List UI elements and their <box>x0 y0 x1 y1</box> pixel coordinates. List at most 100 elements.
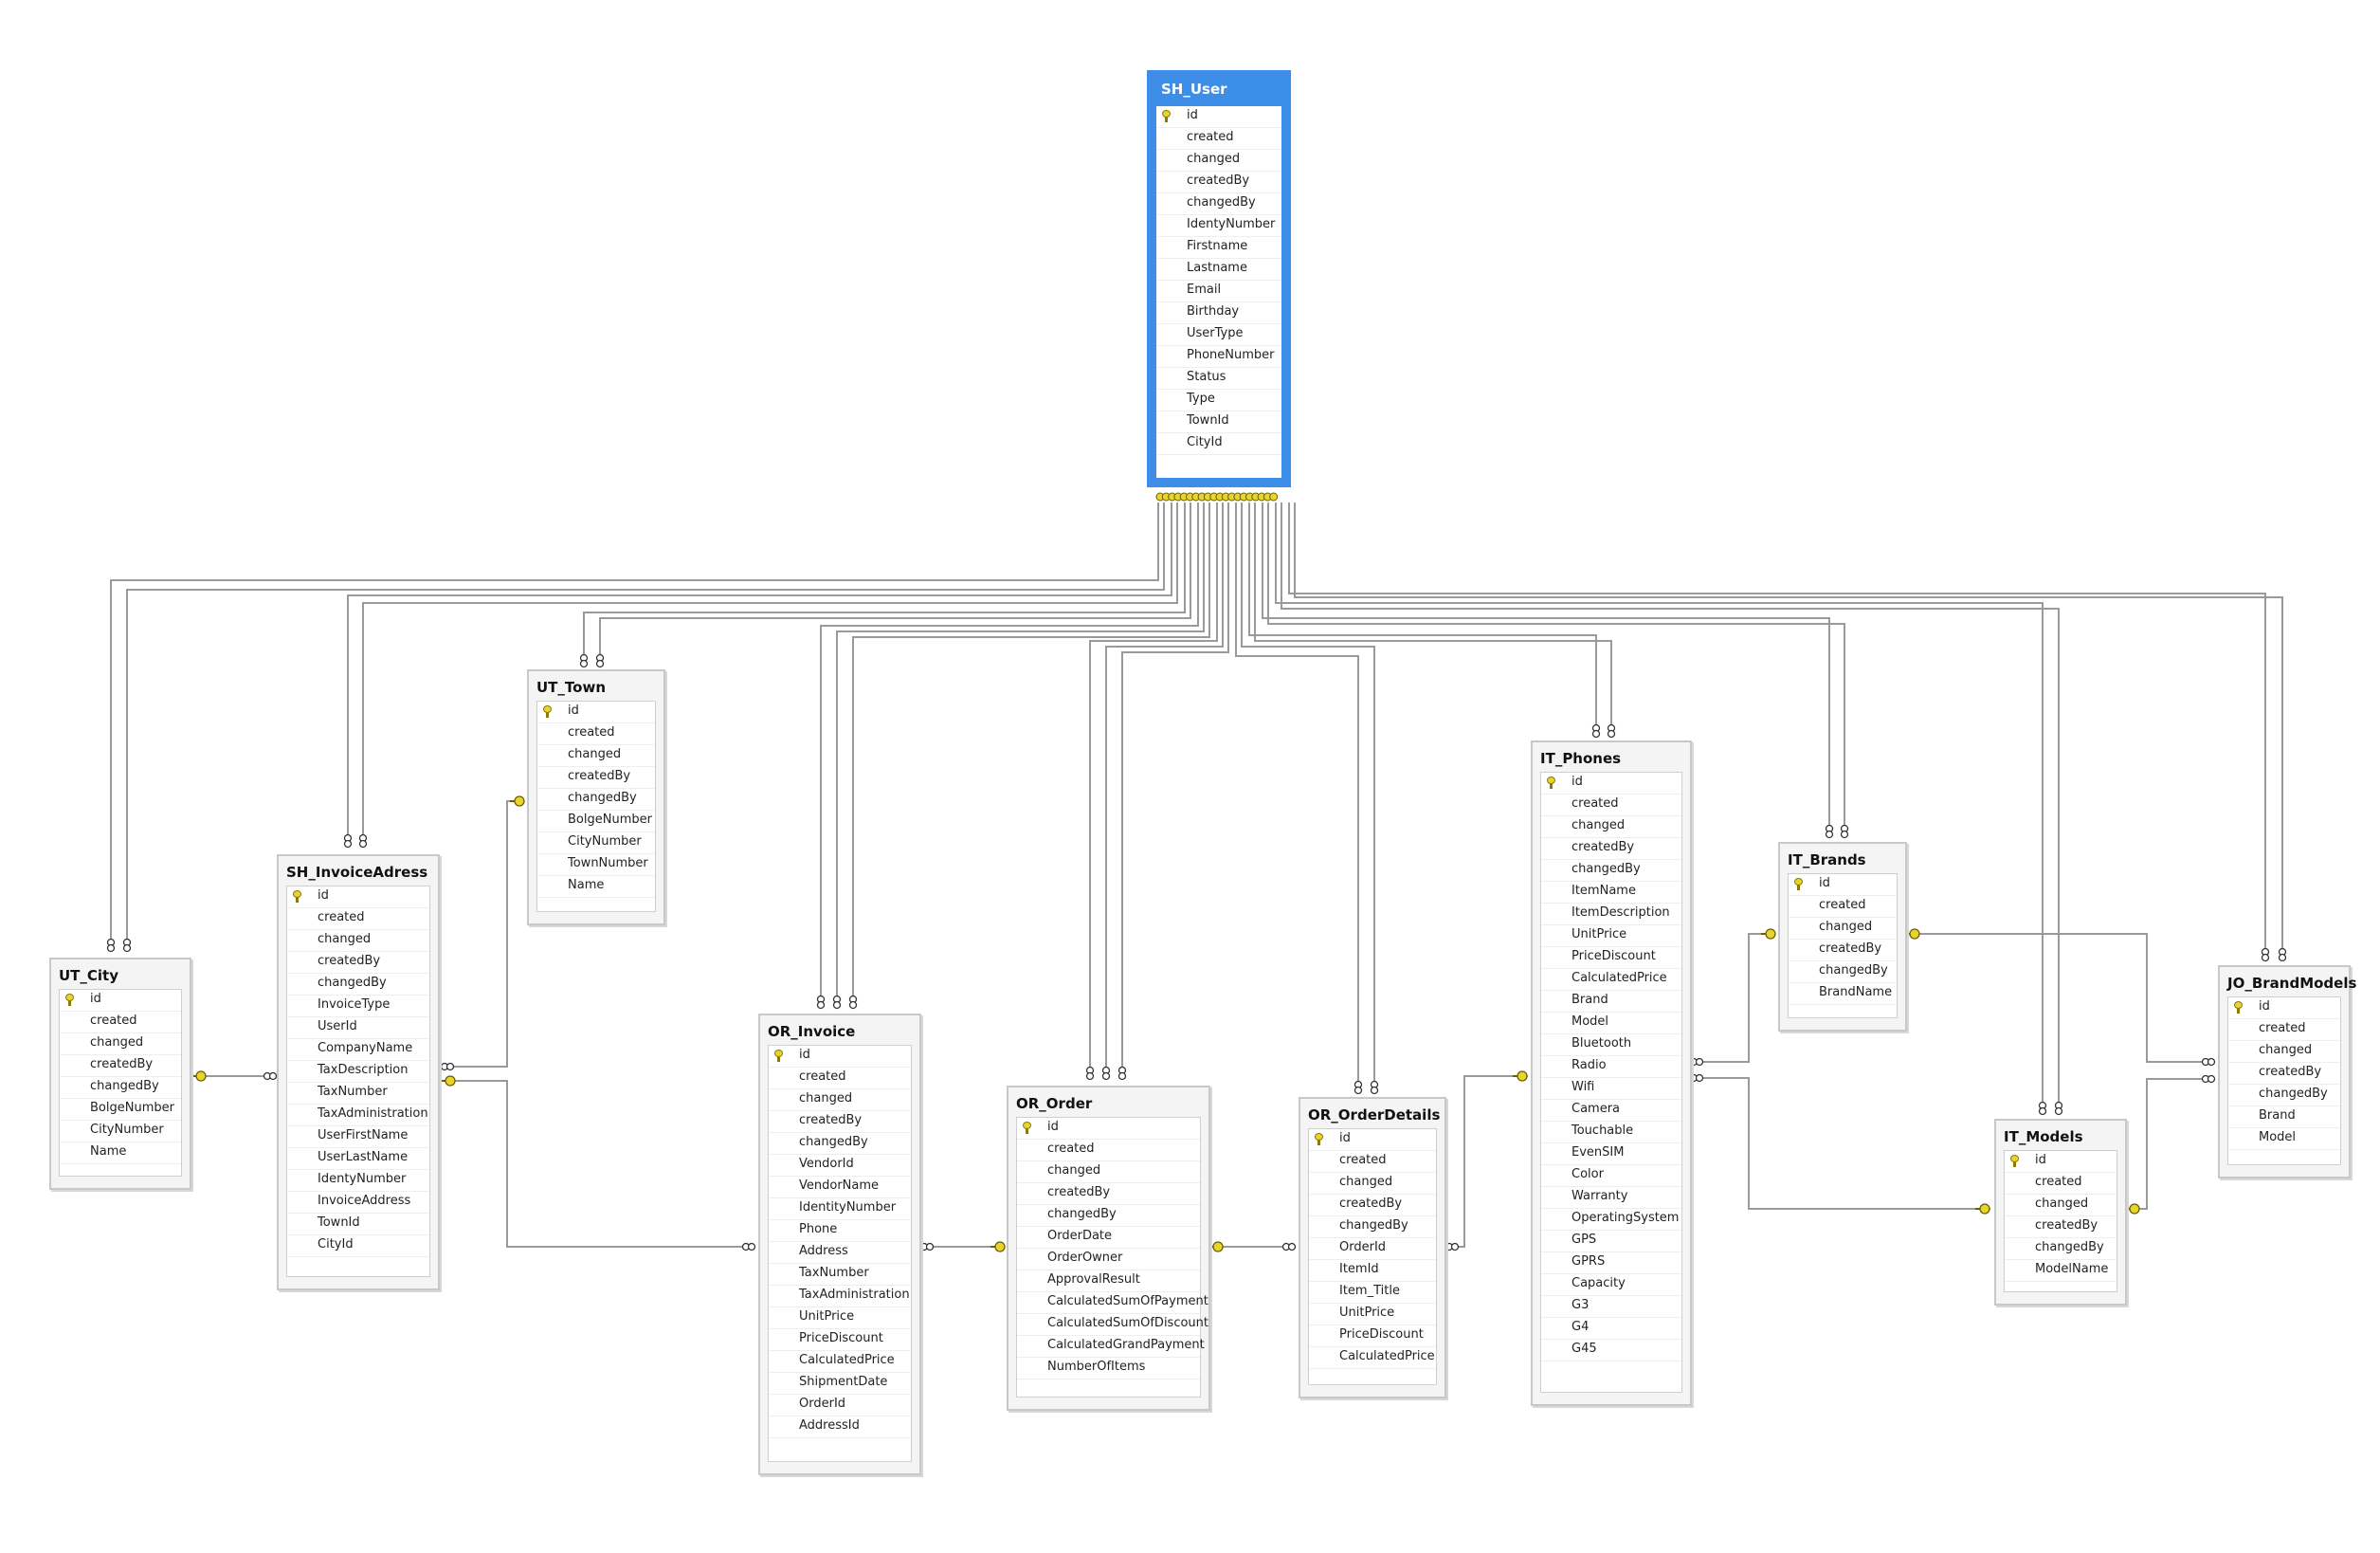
column-row[interactable]: created <box>1541 795 1681 816</box>
column-row[interactable]: Color <box>1541 1165 1681 1187</box>
column-row[interactable]: id <box>1156 106 1281 128</box>
column-row[interactable]: id <box>769 1046 911 1068</box>
column-row[interactable]: created <box>1017 1140 1200 1161</box>
column-row[interactable]: CityId <box>1156 433 1281 455</box>
column-row[interactable]: Phone <box>769 1220 911 1242</box>
column-row[interactable]: changedBy <box>2005 1238 2117 1260</box>
column-row[interactable]: createdBy <box>537 767 655 789</box>
column-row[interactable]: changed <box>1789 918 1897 940</box>
column-row[interactable]: OrderId <box>769 1395 911 1416</box>
column-row[interactable]: VendorName <box>769 1177 911 1198</box>
column-row[interactable]: G45 <box>1541 1340 1681 1361</box>
table-title[interactable]: OR_OrderDetails <box>1308 1106 1441 1124</box>
column-row[interactable]: createdBy <box>1789 940 1897 961</box>
column-row[interactable]: IdentyNumber <box>287 1170 429 1192</box>
column-row[interactable]: Model <box>2228 1128 2340 1150</box>
column-row[interactable]: id <box>537 702 655 723</box>
column-row[interactable]: UserType <box>1156 324 1281 346</box>
column-row[interactable]: UserLastName <box>287 1148 429 1170</box>
column-row[interactable]: Address <box>769 1242 911 1264</box>
column-row[interactable]: Wifi <box>1541 1078 1681 1100</box>
column-row[interactable]: changedBy <box>287 974 429 996</box>
column-row[interactable]: PhoneNumber <box>1156 346 1281 368</box>
column-row[interactable]: created <box>2228 1019 2340 1041</box>
column-row[interactable]: createdBy <box>1156 172 1281 193</box>
column-row[interactable]: BolgeNumber <box>60 1099 181 1121</box>
column-row[interactable]: G4 <box>1541 1318 1681 1340</box>
column-row[interactable]: TownId <box>287 1214 429 1235</box>
column-row[interactable]: Brand <box>1541 991 1681 1013</box>
column-row[interactable]: GPRS <box>1541 1252 1681 1274</box>
column-row[interactable]: Name <box>537 876 655 898</box>
column-row[interactable]: created <box>769 1068 911 1089</box>
column-row[interactable]: Brand <box>2228 1106 2340 1128</box>
column-row[interactable]: id <box>1309 1129 1436 1151</box>
column-row[interactable]: changedBy <box>537 789 655 811</box>
column-row[interactable]: Name <box>60 1142 181 1164</box>
column-row[interactable]: changed <box>60 1033 181 1055</box>
column-row[interactable]: changedBy <box>2228 1085 2340 1106</box>
column-row[interactable]: IdentityNumber <box>769 1198 911 1220</box>
column-row[interactable]: Capacity <box>1541 1274 1681 1296</box>
column-row[interactable]: created <box>537 723 655 745</box>
column-row[interactable]: CityId <box>287 1235 429 1257</box>
column-row[interactable]: Model <box>1541 1013 1681 1034</box>
column-row[interactable]: ApprovalResult <box>1017 1270 1200 1292</box>
column-row[interactable]: CalculatedSumOfDiscount <box>1017 1314 1208 1336</box>
column-row[interactable]: CompanyName <box>287 1039 429 1061</box>
column-row[interactable]: UserFirstName <box>287 1126 429 1148</box>
column-row[interactable]: Lastname <box>1156 259 1281 281</box>
column-row[interactable]: UnitPrice <box>769 1307 911 1329</box>
column-row[interactable]: id <box>1017 1118 1200 1140</box>
column-row[interactable]: CalculatedGrandPayment <box>1017 1336 1205 1358</box>
column-row[interactable]: BolgeNumber <box>537 811 655 832</box>
column-row[interactable]: changed <box>769 1089 911 1111</box>
column-row[interactable]: Radio <box>1541 1056 1681 1078</box>
column-row[interactable]: G3 <box>1541 1296 1681 1318</box>
column-row[interactable]: changed <box>1541 816 1681 838</box>
table-title[interactable]: UT_City <box>59 967 119 984</box>
column-row[interactable]: ShipmentDate <box>769 1373 911 1395</box>
column-row[interactable]: changed <box>537 745 655 767</box>
column-row[interactable]: PriceDiscount <box>769 1329 911 1351</box>
column-row[interactable]: created <box>1789 896 1897 918</box>
column-row[interactable]: CalculatedPrice <box>1309 1347 1436 1369</box>
column-row[interactable]: changed <box>1156 150 1281 172</box>
column-row[interactable]: Status <box>1156 368 1281 390</box>
column-row[interactable]: changedBy <box>1156 193 1281 215</box>
column-row[interactable]: InvoiceAddress <box>287 1192 429 1214</box>
column-row[interactable]: id <box>2005 1151 2117 1173</box>
table-title[interactable]: IT_Brands <box>1788 851 1866 868</box>
column-row[interactable]: created <box>1156 128 1281 150</box>
column-row[interactable]: id <box>2228 997 2340 1019</box>
table-title[interactable]: OR_Order <box>1016 1095 1093 1112</box>
column-row[interactable]: CalculatedPrice <box>769 1351 911 1373</box>
column-row[interactable]: changedBy <box>1789 961 1897 983</box>
column-row[interactable]: createdBy <box>1017 1183 1200 1205</box>
column-row[interactable]: OrderId <box>1309 1238 1436 1260</box>
table-title[interactable]: OR_Invoice <box>768 1023 856 1040</box>
column-row[interactable]: created <box>1309 1151 1436 1173</box>
column-row[interactable]: changedBy <box>1541 860 1681 882</box>
column-row[interactable]: createdBy <box>769 1111 911 1133</box>
column-row[interactable]: changedBy <box>60 1077 181 1099</box>
table-title[interactable]: IT_Phones <box>1540 750 1622 767</box>
column-row[interactable]: Touchable <box>1541 1122 1681 1143</box>
column-row[interactable]: Item_Title <box>1309 1282 1436 1304</box>
column-row[interactable]: createdBy <box>1309 1195 1436 1216</box>
column-row[interactable]: CalculatedSumOfPayment <box>1017 1292 1208 1314</box>
column-row[interactable]: InvoiceType <box>287 996 429 1017</box>
table-title[interactable]: JO_BrandModels <box>2227 975 2357 992</box>
column-row[interactable]: TownNumber <box>537 854 655 876</box>
column-row[interactable]: ModelName <box>2005 1260 2117 1282</box>
column-row[interactable]: created <box>287 908 429 930</box>
column-row[interactable]: created <box>60 1012 181 1033</box>
